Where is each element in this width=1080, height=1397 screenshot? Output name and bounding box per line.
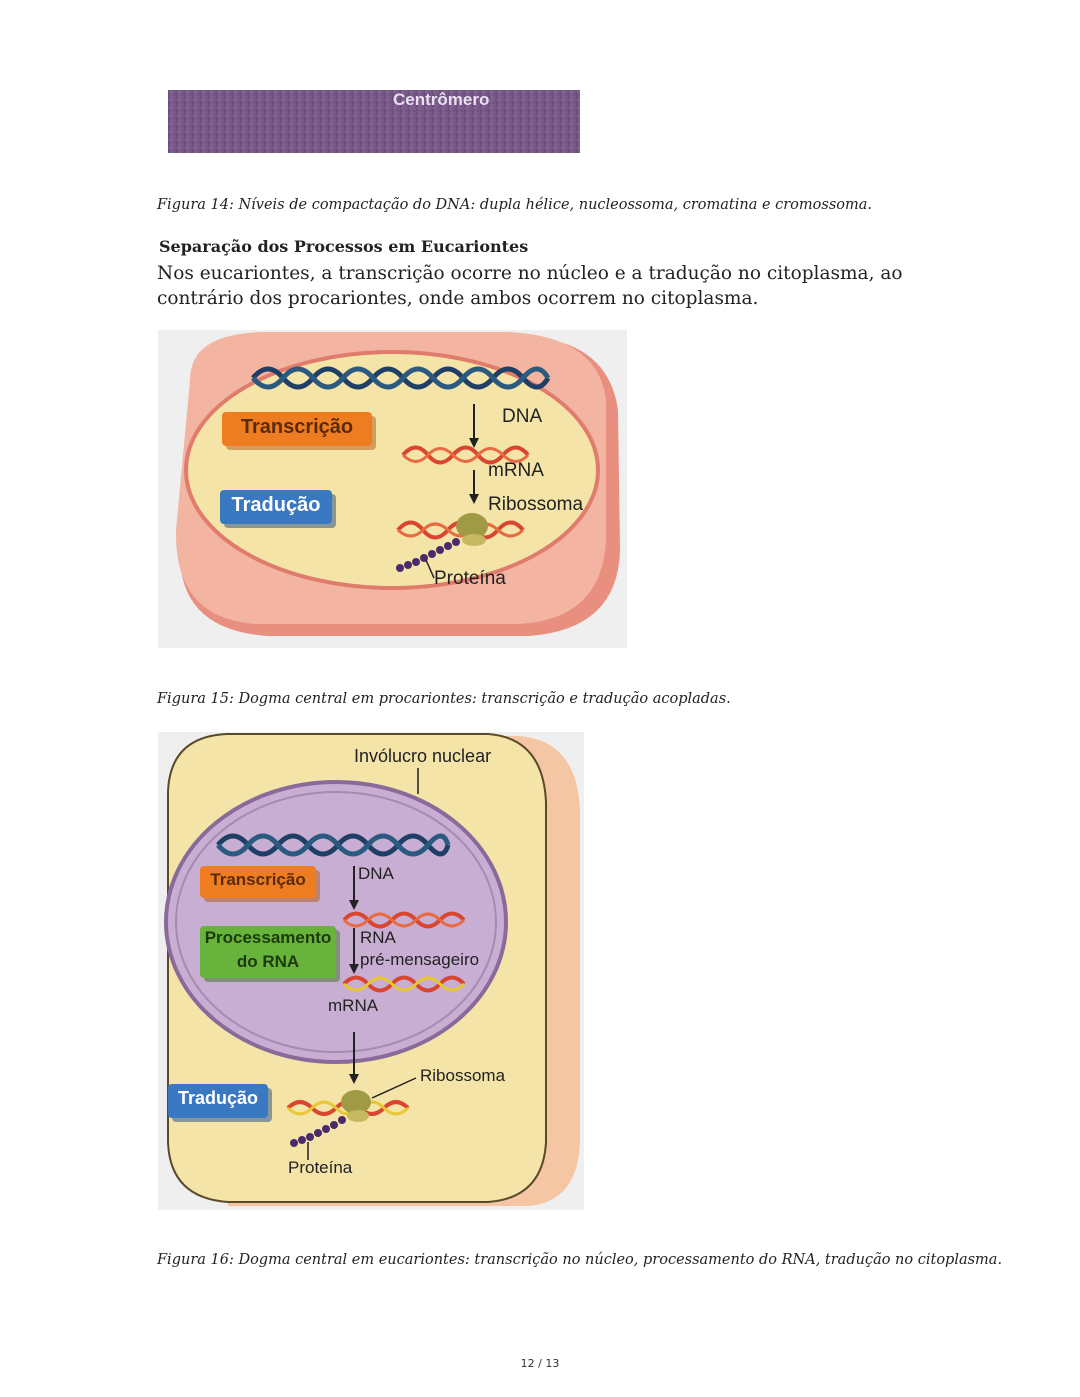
centromero-label: Centrômero <box>393 90 490 109</box>
figure-16-caption: Figura 16: Dogma central em eucariontes:… <box>157 1252 1003 1268</box>
involucro-label: Invólucro nuclear <box>354 746 492 766</box>
ribossoma-label: Ribossoma <box>488 494 584 515</box>
chromosome-photo: Centrômero <box>168 90 580 153</box>
section-paragraph: Nos eucariontes, a transcrição ocorre no… <box>157 263 903 309</box>
figure-15-caption: Figura 15: Dogma central em procariontes… <box>157 691 731 707</box>
section-heading: Separação dos Processos em Eucariontes <box>159 237 529 256</box>
figure-16-diagram: Invólucro nuclear Transcrição Processame… <box>158 732 584 1210</box>
transcricao-box-label: Transcrição <box>210 870 306 889</box>
dna-label: DNA <box>358 864 394 883</box>
figure-15-diagram: Transcrição Tradução DNA mRNA Ribossoma … <box>158 330 627 648</box>
rna-label-2: pré-mensageiro <box>360 950 480 969</box>
rna-label-1: RNA <box>360 928 396 947</box>
figure-14-caption: Figura 14: Níveis de compactação do DNA:… <box>157 197 873 213</box>
processamento-box-label-1: Processamento <box>204 928 332 947</box>
processamento-box-label-2: do RNA <box>236 952 300 971</box>
dna-label: DNA <box>502 406 543 427</box>
mrna-label: mRNA <box>488 460 544 481</box>
proteina-label: Proteína <box>434 568 506 589</box>
page-number: 12 / 13 <box>520 1357 560 1370</box>
transcricao-box-label: Transcrição <box>240 416 354 438</box>
traducao-box-label: Tradução <box>177 1088 259 1108</box>
ribossoma-label: Ribossoma <box>420 1066 506 1085</box>
mrna-label: mRNA <box>328 996 379 1015</box>
traducao-box-label: Tradução <box>231 494 321 516</box>
proteina-label: Proteína <box>288 1158 353 1177</box>
